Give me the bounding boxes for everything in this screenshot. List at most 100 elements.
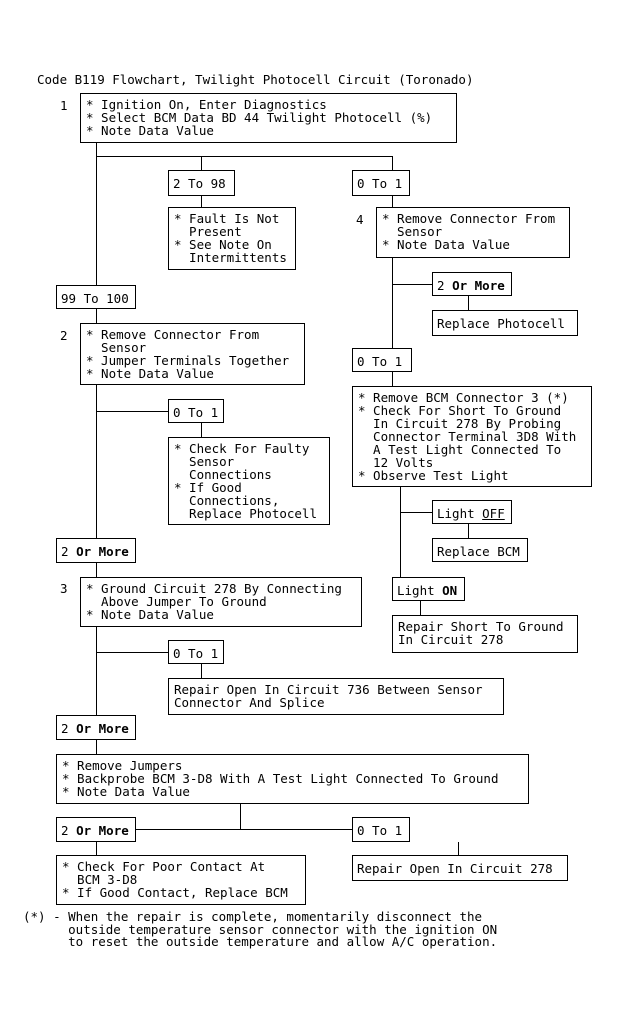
result-label: Replace Photocell [437, 316, 565, 331]
page-title: Code B119 Flowchart, Twilight Photocell … [37, 72, 474, 87]
value-box-0-to-1: 0 To 1 [352, 348, 412, 372]
footnote: (*) - When the repair is complete, momen… [23, 909, 498, 950]
connector-line [468, 296, 469, 310]
light-on-box: Light ON [392, 577, 465, 601]
result-line: Connections [174, 467, 272, 482]
connector-line [96, 842, 97, 855]
connector-line [96, 740, 97, 754]
connector-line [96, 652, 168, 653]
value-box-2-or-more: 2 Or More [56, 538, 136, 563]
connector-line [468, 524, 469, 538]
connector-line [96, 385, 97, 538]
step-1-line: * Ignition On, Enter Diagnostics [86, 97, 327, 112]
value-label: Light ON [397, 583, 457, 598]
result-line: * Fault Is Not [174, 211, 280, 226]
step-number-3: 3 [60, 581, 68, 596]
value-bold: ON [442, 583, 458, 598]
value-label: 0 To 1 [173, 646, 219, 661]
connector-line [96, 156, 393, 157]
connector-line [201, 423, 202, 437]
result-line: Sensor [174, 454, 235, 469]
result-line: Connector Terminal 3D8 With [358, 429, 577, 444]
result-line: Connections, [174, 493, 280, 508]
connector-line [420, 601, 421, 615]
fault-not-present-box: * Fault Is Not Present * See Note On Int… [168, 207, 296, 270]
step-number-4: 4 [356, 212, 364, 227]
step-4-line: Sensor [382, 224, 443, 239]
value-prefix: 2 [61, 544, 77, 559]
value-box-99-to-100: 99 To 100 [56, 285, 136, 309]
result-line: Connector And Splice [174, 695, 325, 710]
value-label: 2 Or More [61, 823, 129, 838]
connector-line [240, 804, 241, 829]
connector-line [400, 512, 432, 513]
result-line: * Check For Faulty [174, 441, 310, 456]
footnote-line: (*) - When the repair is complete, momen… [23, 909, 483, 924]
replace-photocell-box: Replace Photocell [432, 310, 578, 336]
value-box-0-to-1: 0 To 1 [352, 817, 410, 842]
value-label: 99 To 100 [61, 291, 129, 306]
value-prefix: Light [437, 506, 483, 521]
value-bold: Or More [76, 823, 129, 838]
connector-line [96, 143, 97, 285]
value-prefix: 2 [437, 278, 453, 293]
step-number-1: 1 [60, 98, 68, 113]
step-3-line: * Note Data Value [86, 607, 214, 622]
connector-line [392, 372, 393, 386]
light-off-box: Light OFF [432, 500, 512, 524]
value-box-2-or-more: 2 Or More [56, 817, 136, 842]
step-5-line: * Backprobe BCM 3-D8 With A Test Light C… [62, 771, 499, 786]
value-box-0-to-1: 0 To 1 [352, 170, 410, 196]
value-bold: Or More [76, 721, 129, 736]
step-2-box: * Remove Connector From Sensor * Jumper … [80, 323, 305, 385]
footnote-line: to reset the outside temperature and all… [23, 934, 498, 950]
bcm-connector-box: * Remove BCM Connector 3 (*) * Check For… [352, 386, 592, 487]
result-line: * Remove BCM Connector 3 (*) [358, 390, 569, 405]
result-line: Intermittents [174, 250, 287, 265]
result-line: * If Good Contact, Replace BCM [62, 885, 288, 900]
step-5-line: * Remove Jumpers [62, 758, 183, 773]
step-3-box: * Ground Circuit 278 By Connecting Above… [80, 577, 362, 627]
result-line: A Test Light Connected To [358, 442, 562, 457]
value-box-2-or-more: 2 Or More [432, 272, 512, 296]
connector-line [96, 411, 168, 412]
connector-line [134, 829, 352, 830]
result-line: * Observe Test Light [358, 468, 509, 483]
step-4-line: * Remove Connector From [382, 211, 556, 226]
step-1-box: * Ignition On, Enter Diagnostics * Selec… [80, 93, 457, 143]
replace-bcm-box: Replace BCM [432, 538, 528, 562]
connector-line [201, 196, 202, 207]
value-box-2-to-98: 2 To 98 [168, 170, 235, 196]
value-label: 2 Or More [61, 544, 129, 559]
connector-line [201, 664, 202, 678]
value-label: 2 To 98 [173, 176, 226, 191]
value-label: 0 To 1 [173, 405, 219, 420]
step-number-2: 2 [60, 328, 68, 343]
connector-line [400, 487, 401, 577]
step-1-line: * Note Data Value [86, 123, 214, 138]
poor-contact-box: * Check For Poor Contact At BCM 3-D8 * I… [56, 855, 306, 905]
step-2-line: * Jumper Terminals Together [86, 353, 290, 368]
step-3-line: Above Jumper To Ground [86, 594, 267, 609]
connector-line [392, 156, 393, 170]
value-prefix: Light [397, 583, 443, 598]
faulty-sensor-box: * Check For Faulty Sensor Connections * … [168, 437, 330, 525]
value-underline: OFF [482, 506, 505, 521]
result-line: In Circuit 278 [398, 632, 504, 647]
value-label: Light OFF [437, 506, 505, 521]
step-5-line: * Note Data Value [62, 784, 190, 799]
step-2-line: * Remove Connector From [86, 327, 260, 342]
connector-line [96, 563, 97, 577]
value-box-2-or-more: 2 Or More [56, 715, 136, 740]
value-label: 0 To 1 [357, 354, 403, 369]
connector-line [96, 309, 97, 323]
repair-short-box: Repair Short To Ground In Circuit 278 [392, 615, 578, 653]
connector-line [458, 842, 459, 855]
result-line: 12 Volts [358, 455, 434, 470]
connector-line [392, 258, 393, 348]
step-5-box: * Remove Jumpers * Backprobe BCM 3-D8 Wi… [56, 754, 529, 804]
result-line: In Circuit 278 By Probing [358, 416, 562, 431]
result-label: Repair Open In Circuit 278 [357, 861, 553, 876]
value-prefix: 2 [61, 823, 77, 838]
value-prefix: 2 [61, 721, 77, 736]
